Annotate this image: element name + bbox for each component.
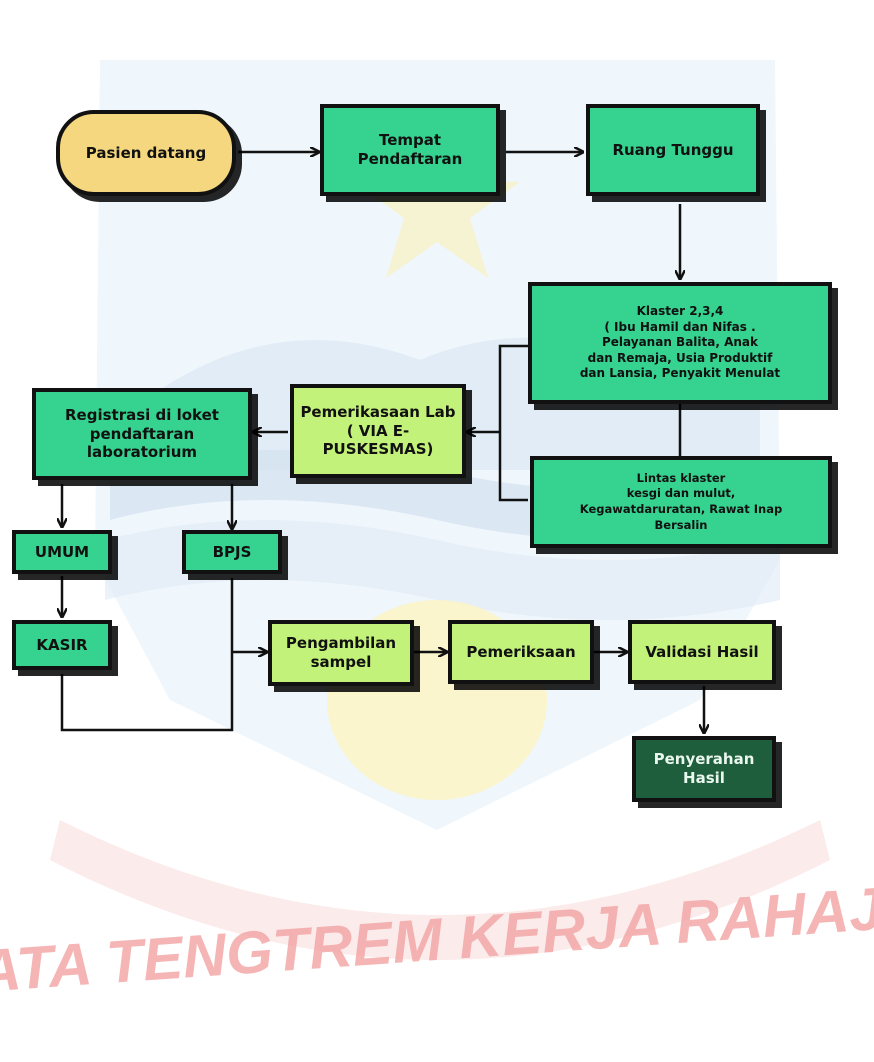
node-validasi-hasil: Validasi Hasil (628, 620, 776, 684)
node-ruang-tunggu: Ruang Tunggu (586, 104, 760, 196)
node-pemeriksaan-lab: Pemerikasaan Lab ( VIA E- PUSKESMAS) (290, 384, 466, 478)
crest-star (354, 120, 520, 278)
node-registrasi: Registrasi di loket pendaftaran laborato… (32, 388, 252, 480)
crest-ribbon (50, 820, 830, 960)
node-klaster: Klaster 2,3,4 ( Ibu Hamil dan Nifas . Pe… (528, 282, 832, 404)
node-bpjs: BPJS (182, 530, 282, 574)
node-tempat-pendaftaran: Tempat Pendaftaran (320, 104, 500, 196)
node-lintas-klaster: Lintas klaster kesgi dan mulut, Kegawatd… (530, 456, 832, 548)
node-pasien-datang: Pasien datang (56, 110, 236, 196)
node-pemeriksaan: Pemeriksaan (448, 620, 594, 684)
node-penyerahan-hasil: Penyerahan Hasil (632, 736, 776, 802)
node-umum: UMUM (12, 530, 112, 574)
node-kasir: KASIR (12, 620, 112, 670)
node-pengambilan-sampel: Pengambilan sampel (268, 620, 414, 686)
